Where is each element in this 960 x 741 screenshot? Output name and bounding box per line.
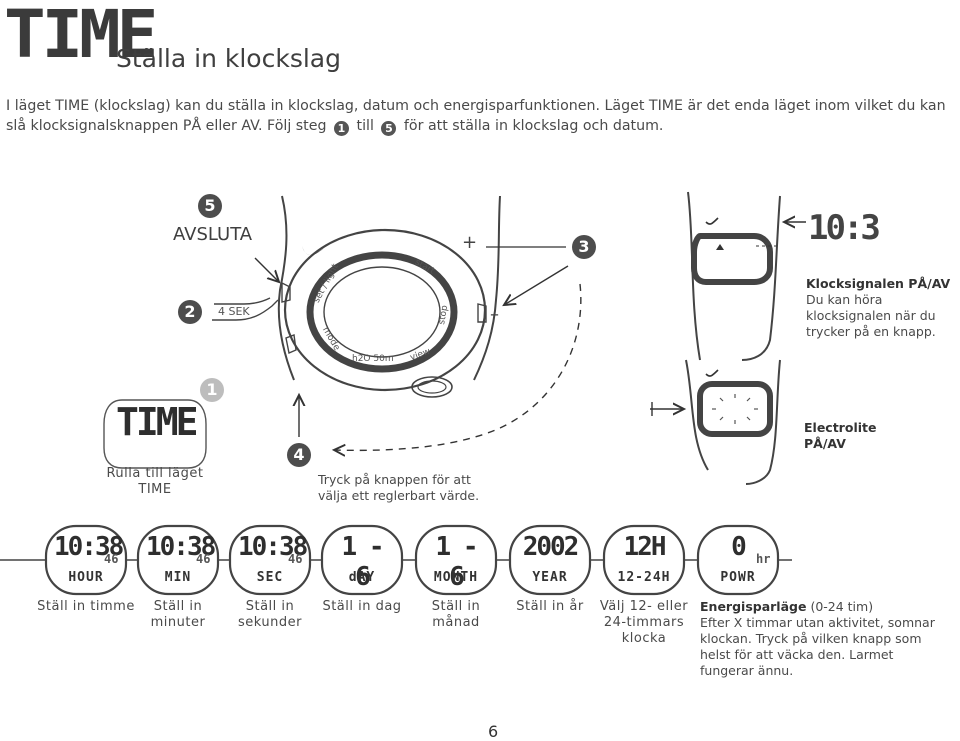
main-watch-case bbox=[283, 228, 487, 392]
step3-arrow bbox=[504, 265, 569, 305]
step-4-badge: 4 bbox=[287, 443, 311, 467]
light-rays-icon bbox=[712, 394, 758, 424]
button-set-light bbox=[281, 281, 291, 303]
button-mode bbox=[285, 334, 297, 354]
screen-seconds-value: 46 bbox=[196, 552, 211, 566]
step4-caption: Tryck på knappen för att välja ett regle… bbox=[318, 472, 480, 503]
bezel-water: h2O 50m bbox=[352, 354, 394, 364]
screen-mode-label: HOUR bbox=[68, 570, 104, 585]
avsluta-label: AVSLUTA bbox=[173, 224, 253, 245]
hold-label: 4 SEK bbox=[218, 305, 250, 318]
screen-main-value: 10:38 bbox=[54, 532, 124, 562]
screen-main-value: 2002 bbox=[522, 532, 580, 562]
button-view bbox=[411, 376, 453, 398]
power-title: Energisparläge bbox=[700, 599, 807, 614]
electrolite-watch-face bbox=[697, 381, 773, 437]
screen-caption: Ställ in sekunder bbox=[238, 599, 302, 630]
screen-seconds-value: 46 bbox=[288, 552, 303, 566]
screen-outlines bbox=[44, 524, 780, 596]
intro-text-a: I läget TIME (klockslag) kan du ställa i… bbox=[6, 98, 946, 134]
intro-paragraph: I läget TIME (klockslag) kan du ställa i… bbox=[6, 96, 960, 136]
chime-text: Du kan höra klocksignalen när du trycker… bbox=[806, 292, 936, 339]
step-1-badge: 1 bbox=[200, 378, 224, 402]
page-number: 6 bbox=[488, 722, 499, 741]
screen-caption: Ställ in dag bbox=[322, 599, 402, 614]
main-strap-left bbox=[277, 195, 295, 381]
page-title: Ställa in klockslag bbox=[116, 44, 341, 73]
screen-caption: Ställ in år bbox=[516, 599, 584, 614]
screen-main-value: 12H bbox=[623, 532, 667, 562]
plus-sign: + bbox=[462, 232, 478, 253]
mode-title: TIME bbox=[4, 0, 158, 73]
step-5-badge: 5 bbox=[198, 194, 222, 218]
hand-icon bbox=[212, 299, 279, 321]
chime-display: 10:3 bbox=[808, 208, 881, 248]
screen-mode-label: YEAR bbox=[532, 570, 568, 585]
screen-caption: Välj 12- eller 24-timmars klocka bbox=[599, 599, 689, 646]
main-watch-bezel bbox=[306, 251, 458, 373]
exit-arrow bbox=[254, 257, 279, 282]
screen-mode-label: POWR bbox=[720, 570, 756, 585]
dashed-loop-arrow bbox=[334, 283, 582, 450]
power-text: Efter X timmar utan aktivitet, somnar kl… bbox=[700, 615, 935, 678]
power-range: (0-24 tim) bbox=[810, 599, 874, 614]
screen-mode-label: 12-24H bbox=[617, 570, 671, 585]
main-watch-face bbox=[323, 266, 441, 358]
screen-main-value: 10:38 bbox=[238, 532, 308, 562]
intro-text-b: till bbox=[356, 118, 374, 134]
screen-main-value: 1 - 6 bbox=[341, 532, 385, 592]
chime-title: Klocksignalen PÅ/AV bbox=[806, 276, 951, 291]
screen-mode-label: MIN bbox=[164, 570, 192, 585]
screen-seconds-value: hr bbox=[756, 552, 771, 566]
minus-sign: – bbox=[490, 304, 499, 325]
screen-mode-label: SEC bbox=[256, 570, 284, 585]
bell-icon-small bbox=[716, 244, 724, 250]
screen-mode-label: dAY bbox=[348, 570, 376, 585]
screen-caption: Ställ in månad bbox=[431, 599, 481, 630]
step-2-badge: 2 bbox=[178, 300, 202, 324]
step1-screen-frame bbox=[103, 399, 207, 469]
chime-watch-face bbox=[691, 233, 773, 285]
screen-main-value: 0 bbox=[731, 532, 747, 562]
chime-panel: Klocksignalen PÅ/AV Du kan höra klocksig… bbox=[806, 276, 956, 340]
intro-step-b: 5 bbox=[381, 121, 397, 136]
step1-caption: Rulla till läget TIME bbox=[106, 466, 204, 497]
intro-step-a: 1 bbox=[333, 121, 349, 136]
step-3-badge: 3 bbox=[572, 235, 596, 259]
electrolite-panel: Electrolite PÅ/AV bbox=[804, 420, 884, 452]
screen-seconds-value: 46 bbox=[104, 552, 119, 566]
step1-screen-text: TIME bbox=[116, 400, 198, 444]
screen-caption: Ställ in timme bbox=[37, 599, 135, 614]
main-strap-right bbox=[473, 195, 501, 381]
screen-main-value: 1 - 6 bbox=[435, 532, 479, 592]
screen-main-value: 10:38 bbox=[146, 532, 216, 562]
screen-mode-label: MONTH bbox=[433, 570, 479, 585]
intro-text-c: för att ställa in klockslag och datum. bbox=[403, 118, 664, 134]
button-stop bbox=[477, 303, 487, 323]
screen-caption: Ställ in minuter bbox=[150, 599, 206, 630]
electrolite-title: Electrolite PÅ/AV bbox=[804, 420, 877, 451]
power-save-panel: Energisparläge (0-24 tim) Efter X timmar… bbox=[700, 599, 935, 679]
